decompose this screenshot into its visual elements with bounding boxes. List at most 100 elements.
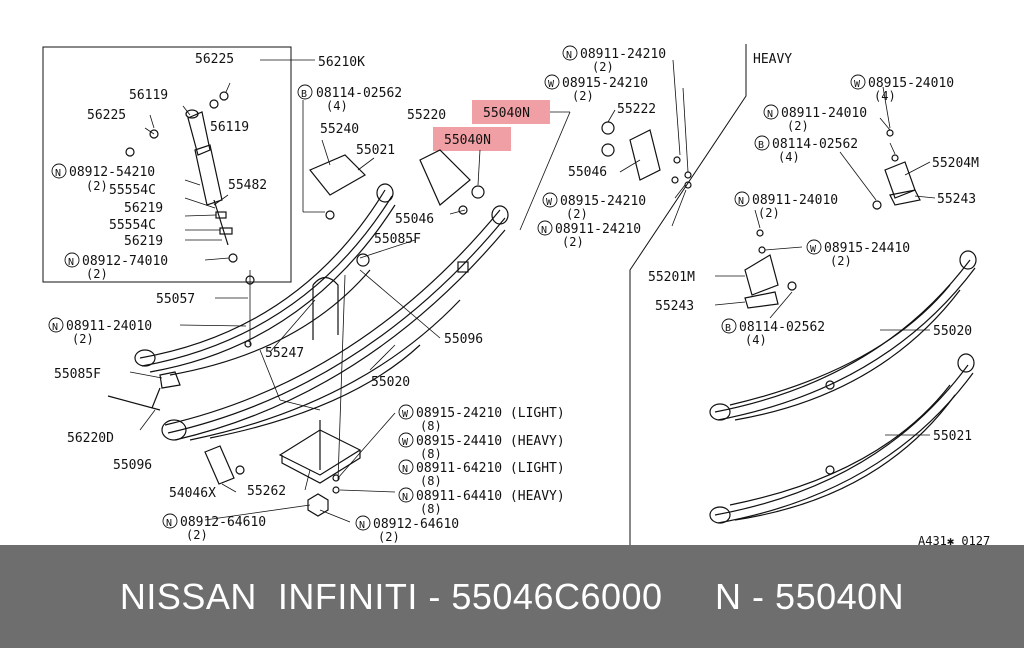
part-label: 55243	[937, 192, 976, 207]
reference-code: A431✱ 0127	[918, 534, 990, 545]
svg-text:N: N	[359, 520, 365, 531]
part-label: 55085F	[374, 232, 421, 247]
n-marker	[763, 104, 779, 120]
parts-diagram: N N B N W W N N W W N N N N W N B N W B …	[42, 44, 990, 545]
footer-caption: NISSAN INFINITI - 55046C6000 N - 55040N	[119, 576, 905, 617]
n-marker	[51, 163, 67, 179]
svg-text:W: W	[402, 409, 409, 420]
part-label: 56210K	[318, 55, 365, 70]
svg-text:N: N	[68, 257, 74, 268]
svg-text:N: N	[55, 168, 61, 179]
leaf-spring-55021	[134, 183, 396, 376]
footer-bar: NISSAN INFINITI - 55046C6000 N - 55040N	[0, 545, 1024, 648]
svg-text:N: N	[402, 464, 408, 475]
part-label: 54046X	[169, 486, 216, 501]
part-label: (8)	[420, 474, 442, 488]
part-label: 08912-64610	[180, 515, 266, 530]
part-label: (2)	[758, 206, 780, 220]
part-label: 56119	[129, 88, 168, 103]
part-label: 08114-02562	[772, 137, 858, 152]
highlight-55040n-a	[472, 100, 550, 124]
part-label: 08915-24210	[562, 76, 648, 91]
part-label: 08911-24010	[781, 106, 867, 121]
part-label: 55554C	[109, 183, 156, 198]
part-label: (2)	[72, 332, 94, 346]
part-label: 55020	[933, 324, 972, 339]
part-label: 55021	[933, 429, 972, 444]
svg-text:W: W	[546, 197, 553, 208]
svg-text:N: N	[738, 196, 744, 207]
part-label: 56219	[124, 201, 163, 216]
part-label: (8)	[420, 502, 442, 516]
heavy-leaf-spring-55021	[709, 353, 975, 524]
part-label: (4)	[778, 150, 800, 164]
w-marker	[806, 239, 822, 255]
part-label: 55096	[113, 458, 152, 473]
part-label: 08915-24410	[824, 241, 910, 256]
svg-text:W: W	[810, 244, 817, 255]
n-marker	[734, 191, 750, 207]
heavy-label: HEAVY	[753, 52, 792, 67]
part-label: 55204M	[932, 156, 979, 171]
n-marker	[162, 513, 178, 529]
w-marker	[398, 404, 414, 420]
part-label: 55240	[320, 122, 359, 137]
part-label: (2)	[378, 530, 400, 544]
part-label: 56220D	[67, 431, 114, 446]
part-label: 08912-64610	[373, 517, 459, 532]
part-label: (2)	[562, 235, 584, 249]
part-label: (2)	[830, 254, 852, 268]
svg-text:B: B	[725, 323, 731, 334]
shock-absorber	[185, 109, 238, 263]
part-label: 55201M	[648, 270, 695, 285]
part-label: (4)	[326, 99, 348, 113]
part-label: 08915-24010	[868, 76, 954, 91]
part-label: 55247	[265, 346, 304, 361]
part-label: 55096	[444, 332, 483, 347]
part-label: (4)	[874, 89, 896, 103]
part-label: 08915-24210	[560, 194, 646, 209]
w-marker	[850, 74, 866, 90]
part-label: 55220	[407, 108, 446, 123]
part-label: 08114-02562	[316, 86, 402, 101]
n-marker	[48, 317, 64, 333]
part-label: 08911-24210	[555, 222, 641, 237]
part-label: 08911-24010	[752, 193, 838, 208]
svg-text:B: B	[758, 140, 764, 151]
part-label: (2)	[186, 528, 208, 542]
n-marker	[398, 487, 414, 503]
n-marker	[562, 45, 578, 61]
part-label: 55262	[247, 484, 286, 499]
part-label: 55482	[228, 178, 267, 193]
svg-text:W: W	[548, 79, 555, 90]
part-label: (2)	[86, 179, 108, 193]
w-marker	[544, 74, 560, 90]
svg-text:W: W	[402, 437, 409, 448]
part-label: 08911-64210 (LIGHT)	[416, 461, 565, 476]
leaf-spring-55020	[161, 205, 509, 441]
svg-text:N: N	[566, 50, 572, 61]
heavy-frame	[629, 44, 747, 545]
part-label: 08911-24010	[66, 319, 152, 334]
part-label: (4)	[745, 333, 767, 347]
part-label: 55020	[371, 375, 410, 390]
n-marker	[398, 459, 414, 475]
n-marker	[64, 252, 80, 268]
part-label: 55554C	[109, 218, 156, 233]
part-label: 55222	[617, 102, 656, 117]
svg-text:N: N	[767, 109, 773, 120]
part-label: (8)	[420, 447, 442, 461]
part-label: 56225	[195, 52, 234, 67]
w-marker	[398, 432, 414, 448]
part-label-highlighted: 55040N	[483, 106, 530, 121]
part-label: 08912-74010	[82, 254, 168, 269]
part-label: 55085F	[54, 367, 101, 382]
svg-text:W: W	[854, 79, 861, 90]
prefix-markers	[48, 45, 866, 531]
part-label: (2)	[566, 207, 588, 221]
part-label: 08912-54210	[69, 165, 155, 180]
part-label: 55046	[568, 165, 607, 180]
highlight-55040n-b	[433, 127, 511, 151]
part-label: 08915-24410 (HEAVY)	[416, 434, 565, 449]
heavy-leaf-spring-55020	[709, 250, 977, 421]
